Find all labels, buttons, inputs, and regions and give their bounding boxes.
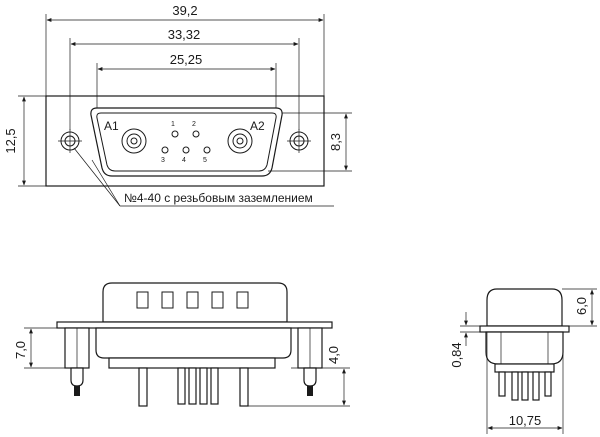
dim-label-side-height: 6,0 bbox=[574, 297, 589, 315]
dim-label-hole-spacing: 33,32 bbox=[168, 27, 201, 42]
pin-label-4: 4 bbox=[182, 157, 186, 164]
note-leader bbox=[73, 147, 334, 207]
elevation-flange bbox=[56, 321, 333, 329]
elevation-shell-top bbox=[102, 282, 288, 323]
elevation-window-3 bbox=[186, 291, 199, 309]
dim-label-overall-width: 39,2 bbox=[172, 3, 197, 18]
end-terminal-4 bbox=[532, 371, 540, 401]
end-flange bbox=[479, 325, 570, 333]
dim-flange-thickness bbox=[460, 312, 480, 346]
dim-label-flange-height: 12,5 bbox=[3, 128, 18, 153]
terminal-left bbox=[70, 367, 84, 387]
grounding-note: №4-40 с резьбовым заземлением bbox=[124, 191, 313, 205]
elevation-view: 7,0 4,0 bbox=[13, 282, 350, 407]
end-terminal-3 bbox=[521, 371, 529, 401]
end-housing bbox=[485, 331, 564, 365]
elevation-window-2 bbox=[161, 291, 174, 309]
elevation-window-5 bbox=[236, 291, 249, 309]
dim-label-side-depth: 10,75 bbox=[509, 413, 542, 428]
coax-contact-a2 bbox=[227, 128, 253, 154]
pin-label-5: 5 bbox=[203, 157, 207, 164]
end-terminal-5 bbox=[544, 371, 552, 397]
dim-label-shell-width: 25,25 bbox=[170, 52, 203, 67]
pin-label-3: 3 bbox=[161, 157, 165, 164]
pin-label-1: 1 bbox=[171, 121, 175, 128]
mounting-hole-right bbox=[287, 129, 311, 153]
coax-contact-a1 bbox=[121, 128, 147, 154]
end-shell bbox=[486, 288, 563, 327]
elevation-housing bbox=[95, 327, 292, 359]
dim-shell-width bbox=[96, 63, 277, 108]
elevation-pin-f bbox=[239, 367, 249, 407]
pin-hole-3 bbox=[161, 146, 169, 154]
mounting-hole-left bbox=[58, 129, 82, 153]
elevation-base bbox=[108, 357, 276, 369]
end-view: 6,0 0,84 10,75 bbox=[449, 288, 597, 434]
pin-hole-2 bbox=[192, 130, 200, 138]
pin-label-2: 2 bbox=[192, 121, 196, 128]
front-view: A1 A2 1 2 3 4 5 39,2 33,32 25,25 bbox=[3, 3, 352, 207]
elevation-pin-b bbox=[177, 367, 186, 405]
coax-label-a2: A2 bbox=[250, 119, 265, 133]
d-shell-inner bbox=[96, 112, 277, 172]
dim-label-shell-height: 8,3 bbox=[328, 133, 343, 151]
dim-label-height-above-board: 7,0 bbox=[13, 341, 28, 359]
dim-flange-height bbox=[18, 95, 46, 187]
end-terminal-2 bbox=[511, 371, 519, 401]
coax-label-a1: A1 bbox=[104, 119, 119, 133]
dim-side-height bbox=[562, 288, 597, 327]
d-shell-outer bbox=[90, 107, 283, 177]
dim-hole-spacing bbox=[69, 38, 300, 130]
elevation-pin-e bbox=[210, 367, 219, 405]
dim-height-above-board bbox=[24, 327, 65, 369]
end-terminal-1 bbox=[498, 371, 506, 397]
elevation-pin-d bbox=[199, 367, 208, 405]
pin-hole-5 bbox=[203, 146, 211, 154]
dim-shell-height bbox=[268, 112, 352, 172]
elevation-window-4 bbox=[211, 291, 224, 309]
dim-terminal-length bbox=[248, 367, 350, 407]
elevation-pin-c bbox=[188, 367, 197, 405]
terminal-right bbox=[303, 367, 317, 387]
dim-label-terminal-length: 4,0 bbox=[326, 346, 341, 364]
end-base bbox=[494, 363, 555, 373]
elevation-window-1 bbox=[136, 291, 149, 309]
pin-hole-1 bbox=[171, 130, 179, 138]
dim-side-depth bbox=[486, 332, 564, 434]
dim-overall-width bbox=[45, 14, 325, 96]
elevation-pin-a bbox=[138, 367, 148, 407]
pin-hole-4 bbox=[182, 146, 190, 154]
dim-label-flange-thickness: 0,84 bbox=[449, 342, 464, 367]
